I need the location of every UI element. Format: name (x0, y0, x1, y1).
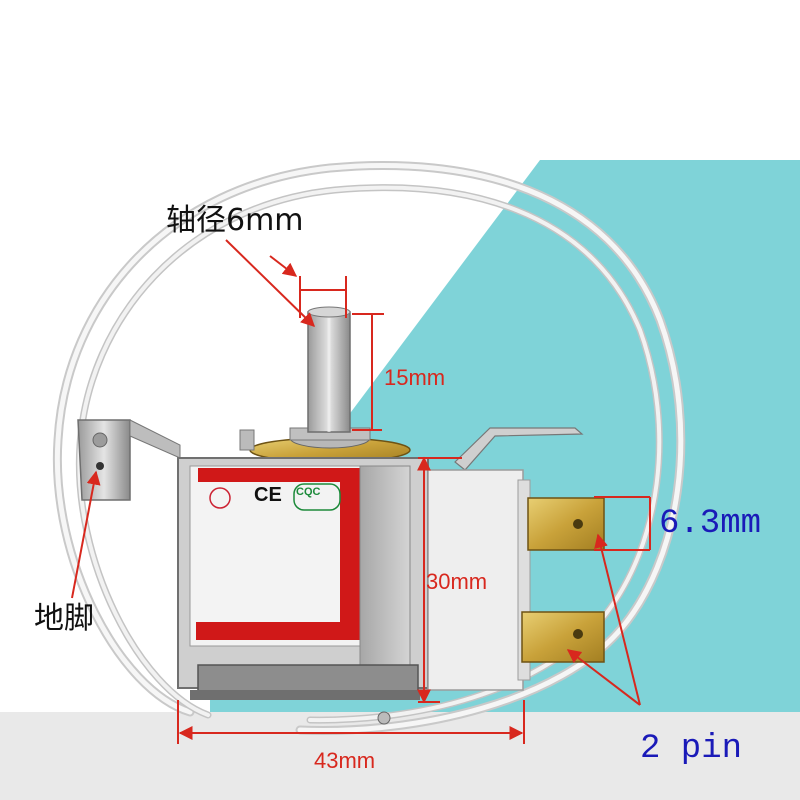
ce-mark: CE (254, 484, 282, 506)
dimension-lines (71, 239, 651, 744)
red-label-bottom (196, 622, 360, 640)
shaft-length-label: 15mm (384, 365, 446, 390)
mounting-foot-label: 地脚 (34, 601, 94, 636)
shaft (307, 306, 351, 433)
pin-count-label: 2 pin (640, 730, 743, 768)
thermostat-body (177, 457, 429, 725)
cqc-mark: CQC (296, 486, 321, 498)
terminal-width-label: 6.3mm (659, 505, 762, 543)
red-label-top (198, 468, 360, 482)
height-label: 30mm (426, 569, 488, 594)
red-label-side (340, 468, 360, 638)
terminal-bottom (521, 611, 605, 663)
terminal-housing (427, 469, 531, 691)
width-label: 43mm (314, 748, 376, 773)
shaft-diameter-label: 轴径6mm (166, 203, 304, 238)
terminal-top (527, 497, 605, 551)
